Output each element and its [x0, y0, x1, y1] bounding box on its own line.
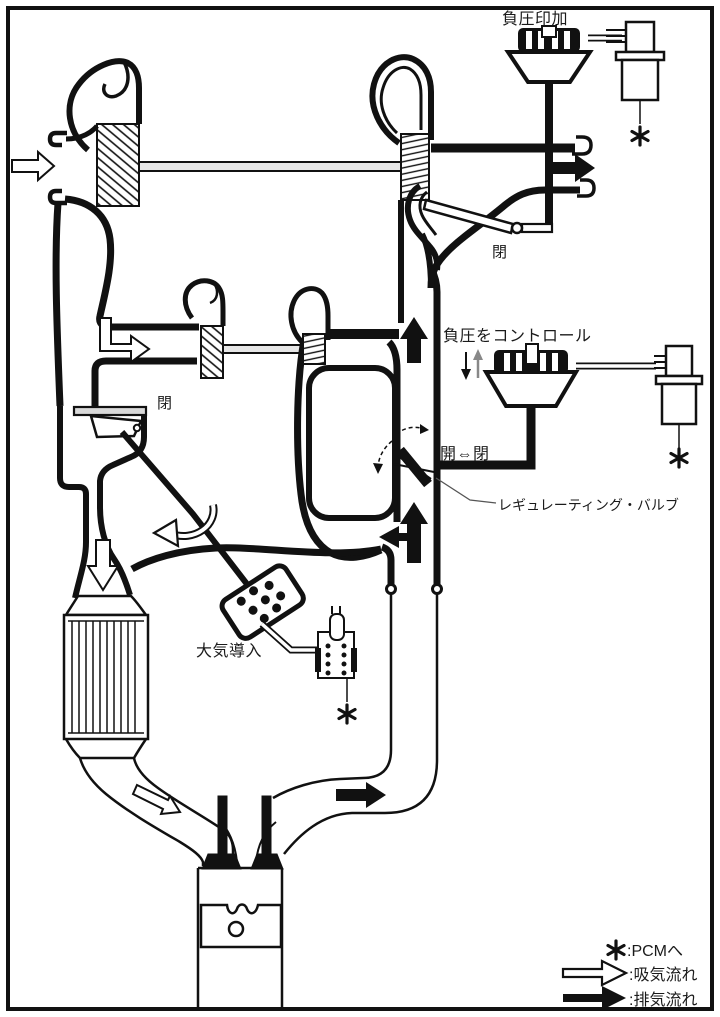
- primary-turbo-shaft: [138, 161, 403, 172]
- open-close-dashed-arrows-icon: [377, 426, 425, 468]
- actuator-diaphragm-cup: [504, 50, 594, 84]
- atmosphere-solenoid-valve: [315, 606, 357, 702]
- wastegate-link-joint: [510, 221, 524, 235]
- piston-pin: [227, 920, 245, 938]
- exhaust-up-arrow-icon: [400, 317, 428, 363]
- legend-intake-arrow-icon: [561, 959, 629, 987]
- primary-compressor-wheel: [96, 123, 140, 207]
- vacuum-control-label: 負圧をコントロール: [443, 327, 592, 345]
- legend: :PCMへ :吸気流れ :排気流れ: [561, 939, 697, 1010]
- page-border: [6, 6, 714, 1011]
- valve-seat-plate: [72, 405, 148, 417]
- intake-runner-arrow-icon: [131, 783, 182, 816]
- atmosphere-air-filter: [219, 563, 318, 654]
- valve-pivot: [132, 423, 142, 433]
- bypass-to-intercooler-pipe: [130, 544, 382, 573]
- label-leader-line: [435, 477, 497, 504]
- exhaust-valve-stem: [261, 795, 272, 857]
- exhaust-out-arrow-icon: [546, 154, 595, 182]
- legend-exhaust-arrow-icon: [563, 986, 626, 1010]
- secondary-compressor-wheel: [200, 325, 224, 379]
- open-close-label: 開⇔閉: [440, 446, 490, 463]
- intercooler: [62, 594, 150, 760]
- pcm-asterisk-icon: [337, 703, 357, 725]
- valve-actuating-rod: [119, 430, 253, 590]
- check-valve-closed-label: 閉: [157, 395, 172, 412]
- legend-exhaust-label: :排気流れ: [629, 991, 697, 1009]
- secondary-turbine-wheel: [302, 333, 326, 365]
- exhaust-valve-seat: [250, 853, 284, 870]
- intake-inlet-arrow-icon: [11, 149, 56, 183]
- pcm-asterisk-icon: [669, 447, 689, 469]
- secondary-compressor-housing: [182, 278, 226, 326]
- wastegate-flap: [422, 198, 515, 235]
- wastegate-passage: [404, 183, 441, 271]
- exhaust-left-arrow-icon: [379, 526, 421, 548]
- actuator-diaphragm-cup: [482, 370, 580, 408]
- wastegate-actuator: [504, 25, 622, 84]
- wastegate-closed-label: 閉: [492, 244, 507, 261]
- legend-intake-label: :吸気流れ: [629, 966, 697, 984]
- primary-turbocharger: [47, 54, 434, 207]
- diagram-labels: 負圧印加 閉 負圧をコントロール 開⇔閉 レギュレーティング・バルブ 閉 大気導…: [157, 10, 679, 660]
- valve-swing-arrow-icon: [151, 504, 218, 548]
- charge-relief-valve: [72, 405, 253, 590]
- exhaust-runner: [272, 594, 439, 855]
- regulating-solenoid-valve: [654, 344, 704, 448]
- pcm-asterisk-icon: [630, 125, 650, 147]
- bypass-loop: [294, 339, 398, 561]
- engine-cylinder: [196, 795, 284, 1008]
- regulating-valve-actuator: [434, 343, 656, 470]
- vacuum-applied-label: 負圧印加: [502, 10, 568, 28]
- valve-flap: [89, 414, 143, 439]
- pcm-asterisk-icon: [606, 939, 626, 961]
- flow-arrows: [11, 149, 595, 816]
- intake-down-arrow-icon: [86, 539, 120, 592]
- secondary-turbine-housing: [288, 286, 331, 344]
- wastegate-solenoid-valve: [606, 20, 666, 124]
- intake-elbow-arrow-icon: [99, 317, 151, 364]
- regulating-valve-label: レギュレーティング・バルブ: [498, 497, 679, 513]
- secondary-turbocharger: [182, 278, 331, 379]
- exhaust-runner-arrow-icon: [336, 782, 386, 808]
- legend-pcm-label: :PCMへ: [627, 943, 683, 960]
- wastegate-valve: [422, 82, 554, 235]
- vacuum-up-down-arrows-icon: [461, 349, 483, 380]
- intercooler-fins: [71, 621, 136, 733]
- intake-valve-stem: [217, 795, 228, 857]
- atmosphere-intake-label: 大気導入: [196, 641, 262, 660]
- exhaust-up-arrow-icon: [400, 502, 428, 563]
- regulating-valve: [373, 424, 497, 504]
- secondary-turbo-shaft: [222, 344, 306, 354]
- regulating-actuator-stem: [434, 404, 536, 470]
- intake-runner: [78, 757, 235, 866]
